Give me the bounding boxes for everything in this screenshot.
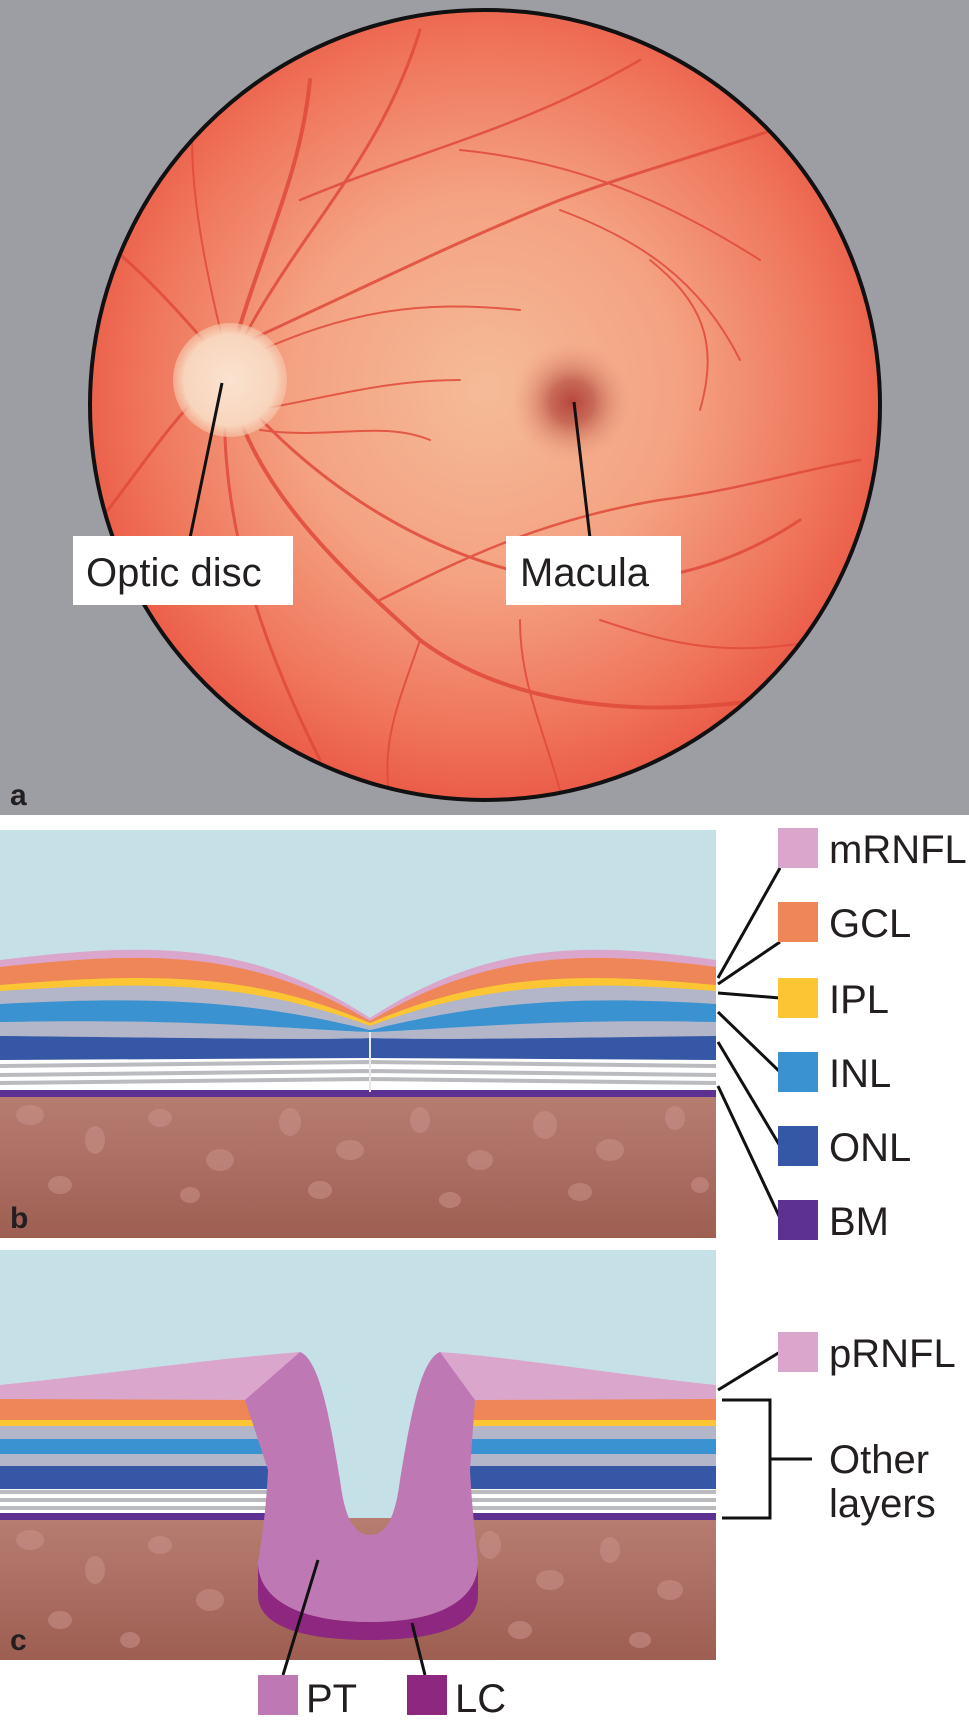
prnfl-c-left: [0, 1352, 300, 1400]
gcl-c-right: [460, 1398, 716, 1420]
other-layers-label-line1: Other: [829, 1438, 929, 1482]
panel-b-legend: mRNFL GCL IPL INL ONL BM: [716, 828, 967, 1244]
panel-c-bottom-legend: PT LC: [258, 1559, 506, 1721]
optic-disc: [173, 323, 287, 437]
legend-label-mrnfl: mRNFL: [829, 828, 967, 872]
ipl-c-right: [460, 1419, 716, 1426]
panel-a-letter: a: [10, 779, 27, 812]
legend-label-prnfl: pRNFL: [829, 1332, 956, 1376]
onl-c-left: [0, 1465, 270, 1489]
bruchs-membrane-b: [0, 1090, 716, 1097]
lamina-cribrosa: [258, 1560, 478, 1640]
gcl-c-left: [0, 1398, 270, 1420]
optic-disc-pointer: [188, 382, 224, 539]
legend-label-gcl: GCL: [829, 902, 911, 946]
legend-swatch-onl: [778, 1126, 818, 1166]
legend-swatch-mrnfl: [778, 828, 818, 868]
legend-swatch-ipl: [778, 978, 818, 1018]
panel-c-letter: c: [10, 1624, 27, 1657]
onl-b: [0, 1035, 716, 1060]
retinal-vessels: [90, 28, 862, 800]
panel-a: Optic disc Macula a: [0, 0, 969, 815]
bruchs-membrane-c-left: [0, 1513, 270, 1520]
legend-label-bm: BM: [829, 1200, 889, 1244]
mrnfl-b: [0, 949, 716, 1021]
legend-label-onl: ONL: [829, 1126, 911, 1170]
other-layers-bracket: [722, 1398, 812, 1520]
panel-b-letter: b: [10, 1202, 28, 1235]
inl-b: [0, 999, 716, 1032]
gray2-c-left: [0, 1425, 270, 1439]
legend-swatch-pt: [258, 1675, 298, 1715]
legend-label-inl: INL: [829, 1052, 891, 1096]
panel-b: [0, 830, 716, 1238]
photoreceptor-bands-c-right: [460, 1490, 716, 1510]
legend-label-lc: LC: [455, 1677, 506, 1721]
macula-label: Macula: [520, 551, 650, 595]
gray-c-right: [460, 1453, 716, 1466]
macula-pointer: [572, 401, 592, 539]
gray-layer-upper-b: [0, 984, 716, 1030]
inl-c-left: [0, 1438, 270, 1454]
legend-swatch-prnfl: [778, 1332, 818, 1372]
legend-label-pt: PT: [306, 1677, 357, 1721]
prelaminar-tissue: [245, 1352, 478, 1622]
panel-c: [0, 1250, 716, 1660]
gray-layer-lower-b: [0, 1019, 716, 1039]
gray2-c-right: [460, 1425, 716, 1439]
legend-swatch-bm: [778, 1200, 818, 1240]
other-layers-label-line2: layers: [829, 1482, 936, 1526]
optic-disc-label-box: [73, 536, 293, 605]
choroid-cells-b: [16, 1105, 709, 1208]
gcl-b: [0, 956, 716, 1023]
photoreceptor-bands-c-left: [0, 1490, 270, 1510]
fundus-border: [88, 8, 882, 802]
panel-c-legend: pRNFL Other layers: [717, 1332, 956, 1526]
legend-label-ipl: IPL: [829, 978, 889, 1022]
onl-c-right: [460, 1465, 716, 1489]
optic-disc-label: Optic disc: [86, 551, 262, 595]
ipl-b: [0, 976, 716, 1026]
prnfl-c-right: [440, 1352, 716, 1400]
legend-swatch-inl: [778, 1052, 818, 1092]
legend-swatch-lc: [407, 1675, 447, 1715]
legend-swatch-gcl: [778, 902, 818, 942]
macula-label-box: [506, 536, 681, 605]
bruchs-membrane-c-right: [460, 1513, 716, 1520]
ipl-c-left: [0, 1419, 270, 1426]
choroid-b: [0, 1095, 716, 1238]
macula: [510, 340, 634, 464]
gray-c-left: [0, 1453, 270, 1466]
choroid-cells-c: [16, 1530, 683, 1648]
inl-c-right: [460, 1438, 716, 1454]
